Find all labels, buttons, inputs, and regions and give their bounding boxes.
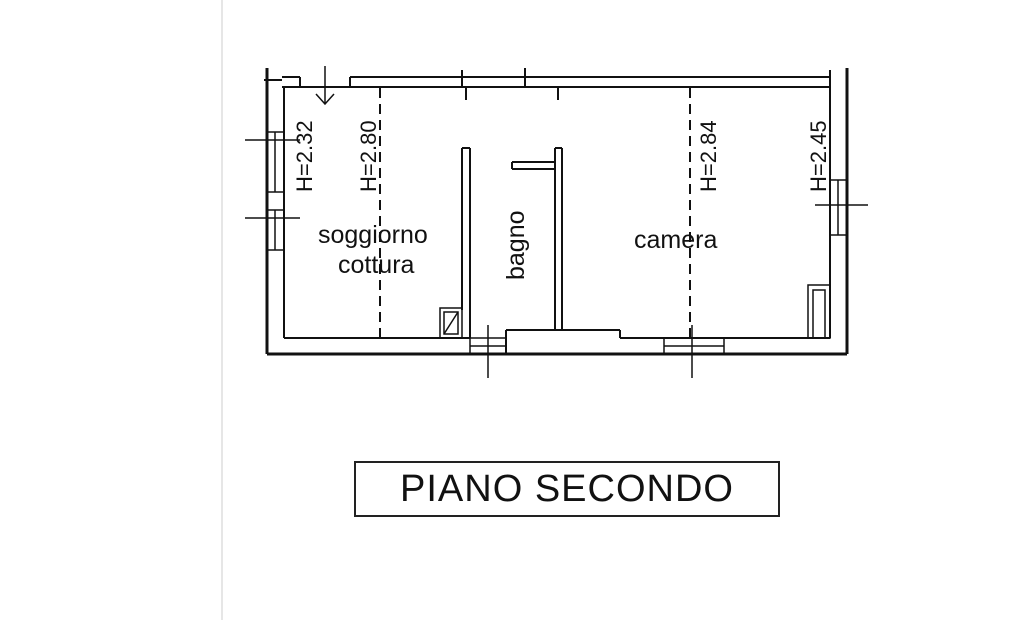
dashed-section-lines <box>379 88 691 338</box>
height-label-1: H=2.32 <box>292 120 317 192</box>
windows <box>245 131 868 378</box>
height-label-4: H=2.45 <box>806 120 831 192</box>
height-label-2: H=2.80 <box>356 120 381 192</box>
height-label-3: H=2.84 <box>696 120 721 192</box>
room-label-cottura: cottura <box>338 251 415 279</box>
interior-walls <box>461 87 563 338</box>
floor-title: PIANO SECONDO <box>400 467 734 510</box>
floor-title-box: PIANO SECONDO <box>354 461 780 517</box>
stair-arrow-icon <box>315 66 335 106</box>
room-label-bagno: bagno <box>502 210 530 280</box>
room-label-soggiorno: soggiorno <box>318 221 428 249</box>
fixtures <box>439 284 831 339</box>
room-label-camera: camera <box>634 226 717 254</box>
